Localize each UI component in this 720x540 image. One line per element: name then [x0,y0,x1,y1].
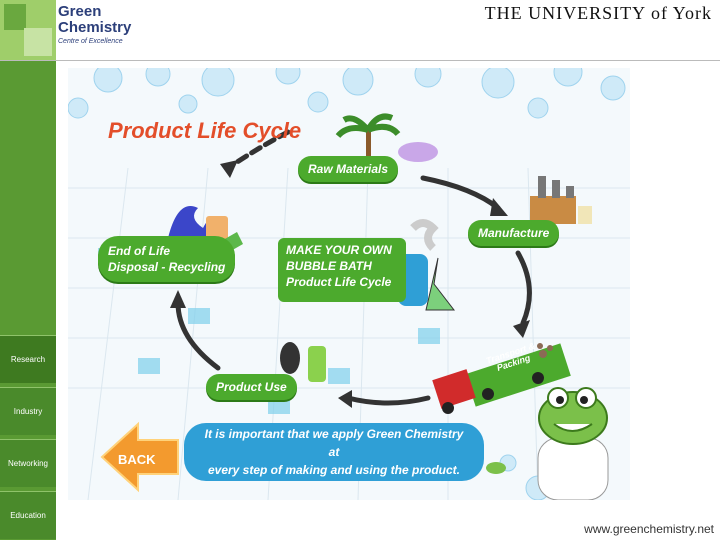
university-logo: THE UNIVERSITY of York [484,3,712,23]
sidebar-item-research[interactable]: Research [0,335,56,383]
diagram-title: Product Life Cycle [108,118,302,143]
sidebar: Research Industry Networking Education [0,61,56,540]
back-button[interactable]: BACK [118,452,156,467]
stage-end-of-life-line2: Disposal - Recycling [108,260,226,274]
life-cycle-diagram: Product Life Cycle Raw Materials Manufac… [68,68,630,500]
org-title-line2: Chemistry [58,19,132,36]
stage-end-of-life: End of Life Disposal - Recycling [98,236,236,282]
sidebar-item-education[interactable]: Education [0,491,56,539]
stage-end-of-life-line1: End of Life [108,244,170,258]
center-label: MAKE YOUR OWN BUBBLE BATH Product Life C… [278,238,406,302]
sidebar-item-networking[interactable]: Networking [0,439,56,487]
stage-product-use: Product Use [206,374,297,400]
info-banner-line1: It is important that we apply Green Chem… [204,427,464,459]
center-line1: MAKE YOUR OWN [286,243,392,257]
stage-manufacture: Manufacture [468,220,560,246]
footer-url[interactable]: www.greenchemistry.net [584,522,714,536]
header-divider [0,60,720,61]
org-subtitle: Centre of Excellence [58,38,123,45]
info-banner: It is important that we apply Green Chem… [184,423,484,481]
center-line2: BUBBLE BATH [286,259,372,273]
org-logo-text: Green Chemistry Centre of Excellence [58,3,132,46]
info-banner-line2: every step of making and using the produ… [207,463,461,477]
org-title-line1: Green [58,3,102,20]
stage-raw-materials: Raw Materials [298,156,399,182]
logo-mark [0,0,56,60]
center-line3: Product Life Cycle [286,275,392,289]
sidebar-item-industry[interactable]: Industry [0,387,56,435]
